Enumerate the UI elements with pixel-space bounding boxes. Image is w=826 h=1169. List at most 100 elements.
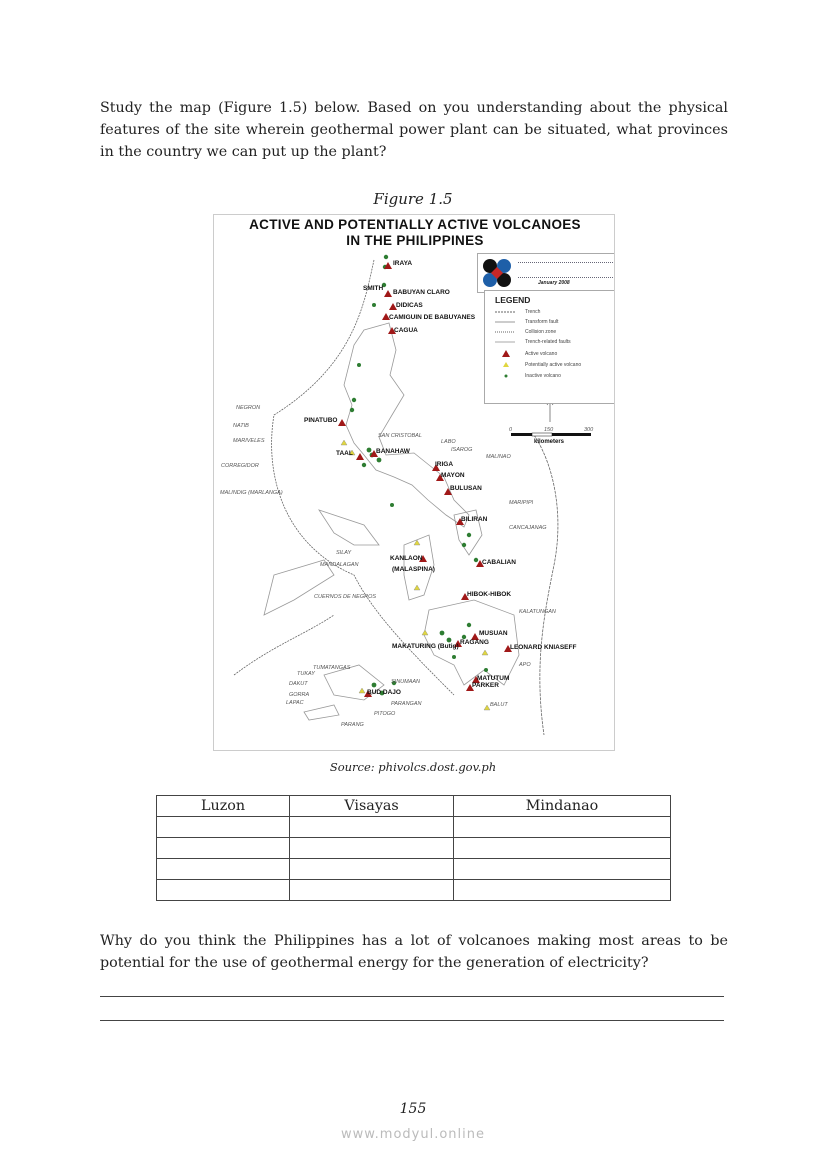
legend-item: Transform fault bbox=[525, 319, 559, 325]
logo-fineprint bbox=[518, 262, 613, 278]
map-title-line2: IN THE PHILIPPINES bbox=[346, 233, 484, 248]
table-row bbox=[155, 816, 672, 838]
volcano-label: LEONARD KNIASEFF bbox=[510, 644, 577, 651]
volcano-label: NATIB bbox=[233, 423, 249, 429]
volcano-label: DIDICAS bbox=[396, 302, 423, 309]
volcano-label: TAAL bbox=[336, 450, 353, 457]
volcano-label: CAGUA bbox=[394, 327, 418, 334]
answer-cell[interactable] bbox=[452, 879, 672, 901]
scale-bar bbox=[511, 432, 591, 437]
volcano-label: SILAY bbox=[336, 550, 352, 556]
legend-symbols-icon bbox=[495, 311, 515, 378]
legend-item: Inactive volcano bbox=[525, 373, 561, 379]
answer-cell[interactable] bbox=[289, 858, 454, 880]
table-row bbox=[155, 837, 672, 859]
volcano-label: TUMATANGAS bbox=[313, 665, 351, 671]
column-header-visayas: Visayas bbox=[289, 795, 454, 817]
volcano-label: LAPAC bbox=[286, 700, 304, 706]
answer-cell[interactable] bbox=[289, 879, 454, 901]
volcano-label: KANLAON bbox=[390, 555, 423, 562]
volcano-label: KALATUNGAN bbox=[519, 609, 556, 615]
legend-item: Potentially active volcano bbox=[525, 362, 582, 368]
legend-item: Active volcano bbox=[525, 351, 558, 357]
volcano-label: NEGRON bbox=[236, 405, 261, 411]
volcano-label: MANDALAGAN bbox=[320, 562, 359, 568]
volcano-label: BANAHAW bbox=[376, 448, 410, 455]
volcano-label: MUSUAN bbox=[479, 630, 508, 637]
column-header-luzon: Luzon bbox=[155, 795, 291, 817]
legend-title: LEGEND bbox=[495, 295, 531, 305]
volcano-label: APO bbox=[519, 662, 531, 668]
volcano-label: MAYON bbox=[441, 472, 465, 479]
volcano-label: BILIRAN bbox=[461, 516, 488, 523]
volcano-label: CUERNOS DE NEGROS bbox=[314, 594, 377, 600]
volcano-label: CAMIGUIN DE BABUYANES bbox=[389, 314, 476, 321]
volcano-label: ISAROG bbox=[451, 447, 473, 453]
volcano-label: MATUTUM bbox=[477, 675, 510, 682]
answer-cell[interactable] bbox=[155, 816, 291, 838]
volcano-label: CORREGIDOR bbox=[221, 463, 259, 469]
volcano-label: BUD DAJO bbox=[367, 689, 401, 696]
volcano-label: MALINDIG (MARLANGA) bbox=[220, 490, 283, 496]
legend-item: Trench-related faults bbox=[525, 339, 571, 345]
answer-cell[interactable] bbox=[155, 858, 291, 880]
legend-item: Trench bbox=[525, 309, 541, 315]
volcano-label: MAKATURING (Butig) bbox=[392, 643, 459, 650]
volcano-label: LABO bbox=[441, 439, 456, 445]
volcano-label: (MALASPINA) bbox=[392, 566, 435, 573]
scale-tick: 150 bbox=[544, 427, 554, 433]
answer-table: Luzon Visayas Mindanao bbox=[155, 795, 672, 901]
logo-emblem-icon bbox=[483, 259, 511, 287]
table-row bbox=[155, 879, 672, 901]
volcano-label: MALINAO bbox=[486, 454, 511, 460]
answer-line[interactable] bbox=[100, 1020, 724, 1021]
answer-cell[interactable] bbox=[155, 879, 291, 901]
table-row bbox=[155, 858, 672, 880]
volcano-map: ACTIVE AND POTENTIALLY ACTIVE VOLCANOES … bbox=[213, 214, 615, 751]
volcano-label: PITOGO bbox=[374, 711, 396, 717]
volcano-label: PINATUBO bbox=[304, 417, 338, 424]
answer-cell[interactable] bbox=[452, 816, 672, 838]
watermark: www.modyul.online bbox=[340, 1127, 486, 1142]
volcano-label: MARIVELES bbox=[233, 438, 265, 444]
answer-cell[interactable] bbox=[452, 858, 672, 880]
volcano-label: DAKUT bbox=[289, 681, 308, 687]
question-paragraph: Why do you think the Philippines has a l… bbox=[100, 933, 728, 971]
scale-unit: kilometers bbox=[534, 439, 565, 445]
map-title: ACTIVE AND POTENTIALLY ACTIVE VOLCANOES bbox=[249, 217, 581, 232]
volcano-label: IRAYA bbox=[393, 260, 413, 267]
volcano-label: SAN CRISTOBAL bbox=[378, 433, 422, 439]
column-header-mindanao: Mindanao bbox=[452, 795, 672, 817]
scale-tick: 0 bbox=[509, 427, 513, 433]
legend-item: Collision zone bbox=[525, 329, 557, 335]
volcano-label: PARANGAN bbox=[391, 701, 422, 707]
volcano-label: CABALIAN bbox=[482, 559, 516, 566]
intro-paragraph: Study the map (Figure 1.5) below. Based … bbox=[100, 100, 728, 160]
volcano-label: BULUSAN bbox=[450, 485, 482, 492]
volcano-label: SINUMAAN bbox=[391, 679, 421, 685]
volcano-label: TUKAY bbox=[297, 671, 315, 677]
map-legend: LEGEND Trench Transform fault Collision … bbox=[484, 290, 614, 404]
logo-date: January 2008 bbox=[538, 280, 570, 286]
volcano-label: IRIGA bbox=[435, 461, 454, 468]
volcano-label: BABUYAN CLARO bbox=[393, 289, 450, 296]
volcano-label: HIBOK-HIBOK bbox=[467, 591, 512, 598]
answer-cell[interactable] bbox=[289, 816, 454, 838]
volcano-label: PARKER bbox=[472, 682, 499, 689]
volcano-label: RAGANG bbox=[460, 639, 489, 646]
scale-tick: 300 bbox=[584, 427, 594, 433]
answer-line[interactable] bbox=[100, 996, 724, 997]
volcano-label: CANCAJANAG bbox=[509, 525, 547, 531]
answer-cell[interactable] bbox=[452, 837, 672, 859]
answer-cell[interactable] bbox=[155, 837, 291, 859]
figure-caption: Figure 1.5 bbox=[373, 190, 453, 208]
source-caption: Source: phivolcs.dost.gov.ph bbox=[329, 760, 497, 774]
volcano-label: SMITH bbox=[363, 285, 384, 292]
volcano-label: GORRA bbox=[289, 692, 310, 698]
volcano-label: BALUT bbox=[490, 702, 508, 708]
map-shapes bbox=[233, 254, 591, 736]
phivolcs-logo: January 2008 bbox=[477, 253, 614, 293]
answer-cell[interactable] bbox=[289, 837, 454, 859]
page-number: 155 bbox=[399, 1101, 427, 1117]
volcano-label: MARIPIPI bbox=[509, 500, 534, 506]
